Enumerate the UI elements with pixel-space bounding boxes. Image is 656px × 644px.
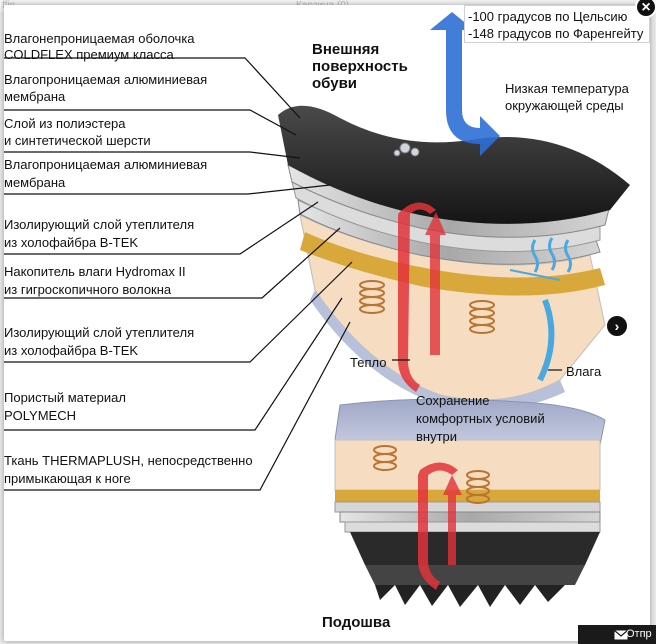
moisture-label: Влага [566,364,602,379]
send-button[interactable]: Отпр [578,625,656,644]
layer-label-1a: Влагонепроницаемая оболочка [4,31,195,46]
layer-label-6a: Накопитель влаги Hydromax II [4,264,186,279]
temperature-box [464,5,650,43]
heat-arrow-upper-b [425,212,446,355]
layer-label-8a: Пористый материал [4,390,126,405]
sole-coil-left [373,445,397,471]
layer-label-9b: примыкающая к ноге [4,471,131,486]
comfort-label-line-2: комфортных условий [416,411,545,426]
layer-label-3b: и синтетической шерсти [4,133,151,148]
low-temp-label-line-2: окружающей среды [505,98,624,113]
heat-label: Тепло [350,355,387,370]
sole-label: Подошва [322,614,391,631]
layer-label-7b: из холофайбра B-TEK [4,343,139,358]
comfort-label-line-3: внутри [416,429,458,444]
heat-arrow-upper [398,202,436,392]
low-temp-label-line-1: Низкая температура [505,81,629,96]
layer-label-1b: COLDFLEX премиум класса [4,47,174,62]
heat-arrow-lower [418,462,458,590]
layer-label-4b: мембрана [4,175,66,190]
temperature-celsius: -100 градусов по Цельсию [468,9,628,24]
temperature-fahrenheit: -148 градусов по Фаренгейту [468,26,644,41]
cold-arrow [430,12,500,156]
outer-surface-title-line-1: Внешняя [312,41,380,58]
send-button-label: Отпр [626,628,652,640]
layer-label-7a: Изолирующий слой утеплителя [4,325,195,340]
upper-coil-right [469,300,495,334]
moisture-arrows [509,237,572,382]
layer-label-6b: из гигроскопичного волокна [4,282,172,297]
layer-label-2a: Влагопроницаемая алюминиевая [4,72,208,87]
layer-label-2b: мембрана [4,89,66,104]
envelope-icon [614,630,628,640]
next-arrow-icon[interactable]: › [606,315,628,337]
sole-coil-right [466,470,490,504]
comfort-label-line-1: Сохранение [416,393,490,408]
heat-arrow-lower-b [443,475,462,565]
outer-surface-title-line-2: поверхность [312,58,408,75]
upper-coil-left [359,280,385,314]
sole-layer-stack [334,398,606,607]
close-icon[interactable]: × [635,0,656,18]
outer-surface-title-line-3: обуви [312,75,358,92]
layer-label-9a: Ткань THERMAPLUSH, непосредственно [4,453,253,468]
layer-label-4a: Влагопроницаемая алюминиевая [4,157,208,172]
layer-label-5b: из холофайбра B-TEK [4,235,139,250]
leader-lines [4,57,562,491]
layer-label-8b: POLYMECH [4,408,76,423]
layer-label-5a: Изолирующий слой утеплителя [4,217,195,232]
layer-label-3a: Слой из полиэстера [4,116,126,131]
upper-layer-stack [278,105,630,411]
